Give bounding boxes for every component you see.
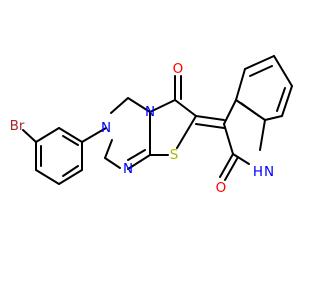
nitrogen-label: N xyxy=(101,120,111,136)
bond xyxy=(224,156,239,181)
hydrogen-label: H xyxy=(253,164,263,180)
bond xyxy=(235,68,246,101)
oxygen-label: O xyxy=(216,180,227,196)
bond xyxy=(273,55,293,87)
bond xyxy=(259,119,266,151)
bond xyxy=(127,154,151,170)
oxygen-label: O xyxy=(173,61,184,77)
bond xyxy=(223,99,237,125)
bond xyxy=(149,99,176,113)
bond xyxy=(276,87,286,112)
bond xyxy=(240,102,260,117)
bond xyxy=(281,85,293,117)
bond xyxy=(104,139,113,159)
bond xyxy=(81,127,107,143)
sulfur-label: S xyxy=(170,147,179,163)
bond xyxy=(195,115,225,121)
bond xyxy=(22,129,37,143)
bond xyxy=(219,153,234,178)
bond xyxy=(174,99,197,117)
bond xyxy=(58,169,83,185)
bond xyxy=(264,115,283,121)
bond xyxy=(62,165,79,177)
nitrogen-label: N xyxy=(264,164,274,180)
bond xyxy=(249,65,273,77)
bromine-label: Br xyxy=(10,118,25,134)
bond xyxy=(127,149,146,161)
bond xyxy=(232,153,250,165)
bond xyxy=(35,169,60,185)
bond xyxy=(244,55,275,70)
bond xyxy=(62,135,79,146)
bonds xyxy=(22,55,293,185)
nitrogen-label: N xyxy=(145,104,155,120)
bond xyxy=(176,115,197,149)
bond xyxy=(195,123,225,129)
nitrogen-label: N xyxy=(123,161,133,177)
bond xyxy=(223,123,234,155)
bond xyxy=(35,127,60,143)
bond xyxy=(58,127,83,143)
molecule-structure: Br N N N S O O H N xyxy=(9,55,293,196)
bond xyxy=(127,97,151,113)
bond xyxy=(110,97,129,114)
atom-labels: Br N N N S O O H N xyxy=(10,61,274,196)
bond xyxy=(104,157,121,169)
